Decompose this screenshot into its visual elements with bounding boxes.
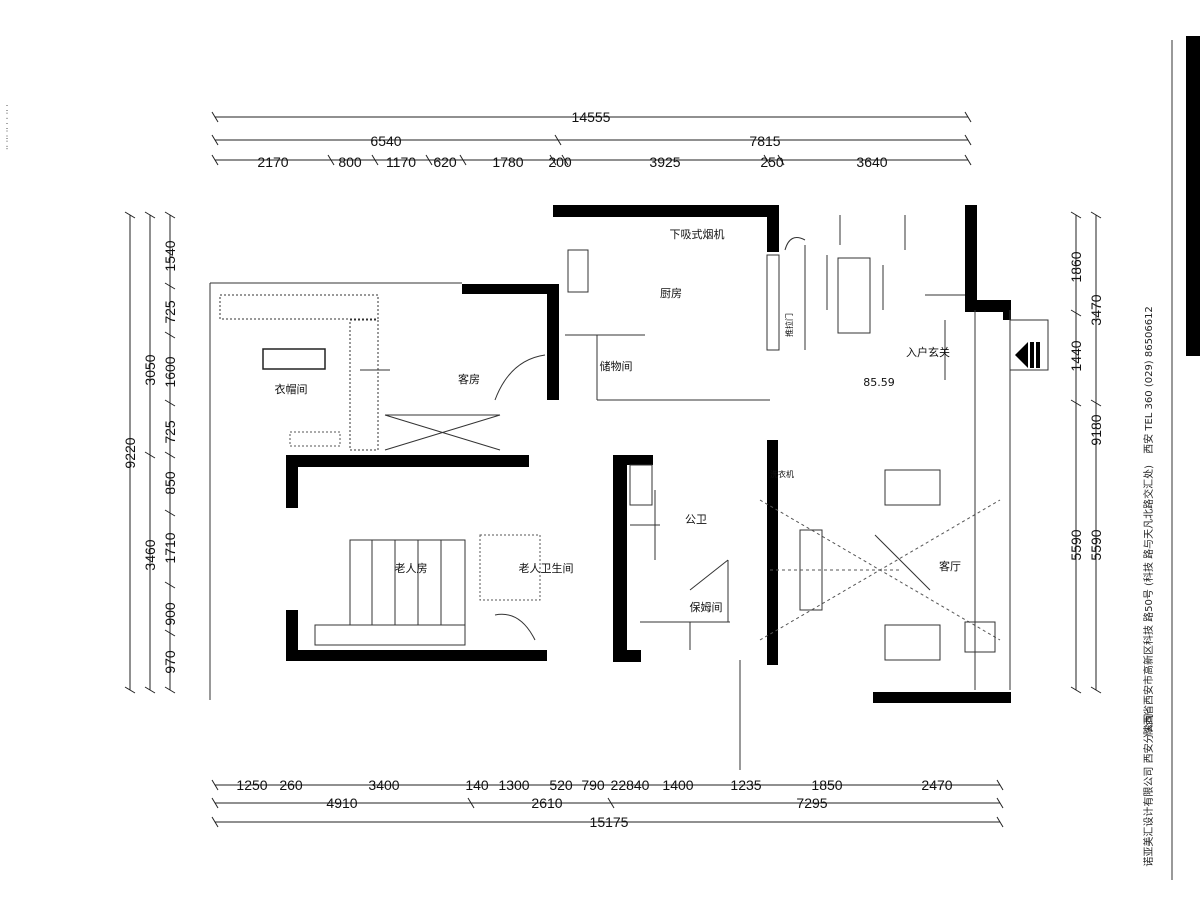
dim-bottom-total: 15175	[590, 814, 629, 830]
right-dimension-lines	[1070, 211, 1102, 694]
dim-right-mid: 9180	[1088, 414, 1104, 445]
dim-bottom-part: 1400	[662, 777, 693, 793]
label-area: 85.59	[863, 376, 895, 389]
left-dimension-lines	[124, 211, 176, 694]
label-storage: 储物间	[600, 359, 633, 373]
label-washer: 洗衣机	[770, 469, 794, 479]
dim-left-part: 1600	[162, 356, 178, 387]
label-elder-bath: 老人卫生间	[519, 561, 574, 575]
label-sliding-door: 推拉门	[784, 313, 794, 337]
dim-top-mid-1: 6540	[370, 133, 401, 149]
left-margin-text: ·· ··· ·· · · ·· ·	[3, 104, 12, 150]
dim-right-part: 5590	[1068, 529, 1084, 560]
dim-bottom-part: 22840	[611, 777, 650, 793]
label-living-room: 客厅	[939, 559, 961, 573]
dim-left-part: 1710	[162, 532, 178, 563]
title-block-bar	[1186, 36, 1200, 356]
dim-bottom-part: 140	[465, 777, 489, 793]
dim-top-part: 2170	[257, 154, 288, 170]
dim-left-part: 725	[162, 300, 178, 324]
label-guest-room: 客房	[458, 372, 480, 386]
dim-bottom-mid-1: 4910	[326, 795, 357, 811]
dim-bottom-mid-2: 2610	[531, 795, 562, 811]
dim-left-part: 900	[162, 602, 178, 626]
dim-left-part: 725	[162, 420, 178, 444]
dim-left-part: 850	[162, 471, 178, 495]
dim-left-part: 970	[162, 650, 178, 674]
dim-left-mid-1: 3050	[142, 354, 158, 385]
dim-top-mid-2: 7815	[749, 133, 780, 149]
dim-right-mid: 5590	[1088, 529, 1104, 560]
label-cloakroom: 衣帽间	[275, 382, 308, 396]
label-nanny-room: 保姆间	[690, 600, 723, 614]
dim-top-part: 620	[433, 154, 457, 170]
dim-left-mid-2: 3460	[142, 539, 158, 570]
label-kitchen: 厨房	[660, 287, 682, 300]
dim-top-part: 3925	[649, 154, 680, 170]
dim-bottom-part: 520	[549, 777, 573, 793]
company-name-text: 诺亚美汇设计有限公司 西安分公司	[1142, 713, 1155, 866]
dim-top-part: 800	[338, 154, 362, 170]
dim-top-part: 1170	[386, 154, 416, 170]
label-public-bath: 公卫	[685, 513, 707, 526]
dim-top-part: 1780	[492, 154, 523, 170]
dim-bottom-part: 790	[581, 777, 605, 793]
label-range-hood: 下吸式烟机	[670, 227, 725, 241]
walls	[286, 205, 1011, 703]
dim-bottom-part: 2470	[921, 777, 952, 793]
dim-bottom-part: 1300	[498, 777, 529, 793]
dim-top-part: 200	[548, 154, 572, 170]
dim-bottom-part: 1235	[730, 777, 761, 793]
dim-left-total: 9220	[122, 437, 138, 468]
dim-bottom-part: 3400	[368, 777, 399, 793]
dim-bottom-part: 260	[279, 777, 303, 793]
company-tel-text: 西安 TEL 360 (029) 86506612	[1142, 306, 1155, 454]
interior-lines	[209, 215, 1049, 770]
dim-right-part: 1440	[1068, 340, 1084, 371]
dim-top-part: 250	[760, 154, 784, 170]
top-dimension-lines	[211, 111, 972, 166]
dim-right-mid: 3470	[1088, 294, 1104, 325]
dim-bottom-part: 1250	[236, 777, 267, 793]
dim-left-part: 1540	[162, 240, 178, 271]
company-address-text: 陕西省西安市高新区科技 路50号 (科技 路与天凡北路交汇处)	[1142, 465, 1155, 735]
dim-bottom-mid-3: 7295	[796, 795, 827, 811]
dim-top-total: 14555	[572, 109, 611, 125]
label-entrance: 入户玄关	[906, 345, 950, 359]
dim-bottom-part: 1850	[811, 777, 842, 793]
dim-right-part: 1860	[1068, 251, 1084, 282]
bottom-dimension-lines	[211, 779, 1004, 828]
dim-top-part: 3640	[856, 154, 887, 170]
label-elder-room: 老人房	[395, 562, 428, 575]
